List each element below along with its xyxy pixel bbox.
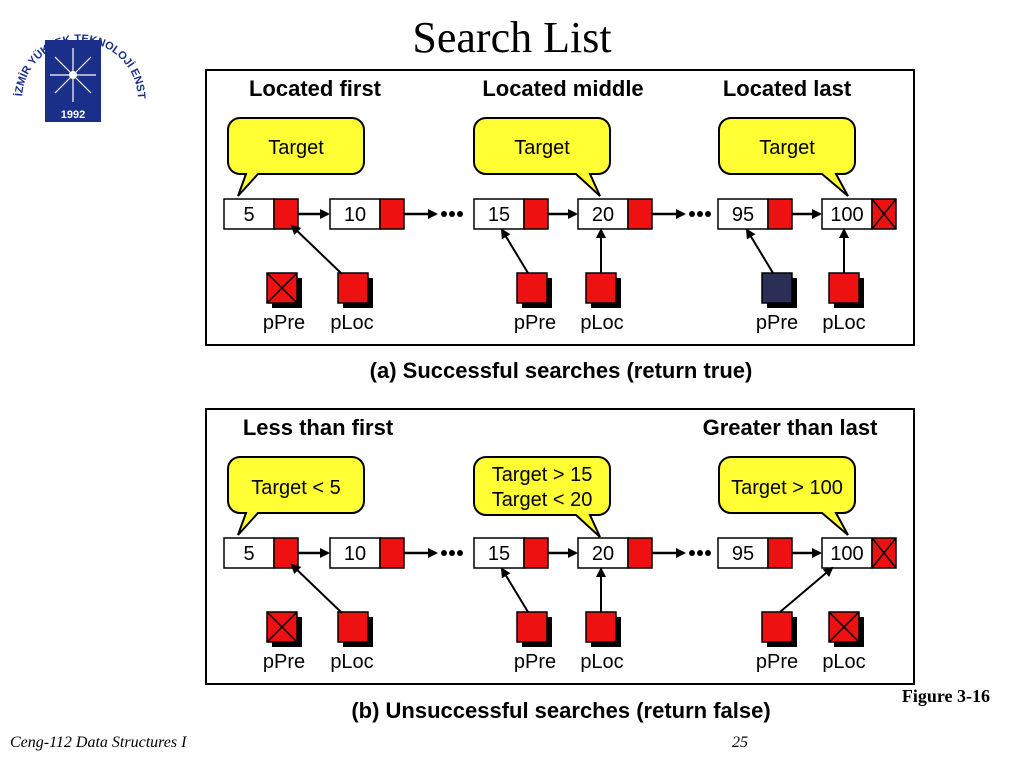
- panel-a-bubble-last-text: Target: [759, 137, 815, 159]
- pointer-label: pLoc: [580, 312, 623, 334]
- node-value: 5: [243, 543, 254, 565]
- node-value: 10: [344, 204, 366, 226]
- pointer-arrow: [290, 563, 343, 614]
- panel-a-list: 5 10 15 20: [223, 198, 897, 230]
- pointer-ploc: [337, 272, 373, 308]
- panel-b-caption: (b) Unsuccessful searches (return false): [351, 698, 770, 723]
- pointer-arrow: [290, 224, 343, 275]
- list-node: 20: [577, 198, 653, 230]
- logo-year: 1992: [61, 109, 85, 121]
- node-value: 15: [488, 543, 510, 565]
- footer-course: Ceng-112 Data Structures I: [10, 734, 187, 751]
- list-node: 100: [821, 198, 897, 230]
- slide-title: Search List: [412, 13, 612, 62]
- panel-a: Located first Located middle Located las…: [205, 69, 915, 346]
- panel-b-bubble-greater: [718, 456, 856, 536]
- ellipsis-dots: [689, 550, 711, 556]
- pointer-ppre: [516, 611, 552, 647]
- pointer-arrow: [779, 566, 834, 613]
- pointer-arrow: [500, 228, 529, 274]
- page-number: 25: [732, 734, 748, 751]
- figure-label: Figure 3-16: [902, 686, 990, 706]
- node-value: 5: [243, 204, 254, 226]
- pointer-label: pLoc: [330, 312, 373, 334]
- pointer-label: pPre: [263, 651, 305, 673]
- panel-b-list: 5 10 15 20: [223, 537, 897, 569]
- ellipsis-dots: [441, 211, 463, 217]
- panel-a-bubble-middle: [473, 117, 611, 197]
- pointer-ppre: [761, 611, 797, 647]
- panel-b-header-greater: Greater than last: [703, 415, 879, 440]
- panel-b-bubble-less: [227, 456, 365, 536]
- node-value: 20: [592, 543, 614, 565]
- list-node: 20: [577, 537, 653, 569]
- node-value: 10: [344, 543, 366, 565]
- panel-a-pointers: pPre pLoc pPre pLoc: [263, 224, 866, 334]
- panel-b-border: [205, 408, 915, 685]
- pointer-ploc: [828, 611, 864, 647]
- institute-logo: İZMİR YÜKSEK TEKNOLOJİ ENSTİTÜSÜ 1992: [0, 0, 147, 122]
- panel-a-caption: (a) Successful searches (return true): [370, 358, 753, 383]
- pointer-label: pPre: [756, 312, 798, 334]
- pointer-label: pPre: [756, 651, 798, 673]
- panel-b-bubble-less-text: Target < 5: [251, 477, 341, 499]
- pointer-arrow: [500, 567, 529, 613]
- node-value: 15: [488, 204, 510, 226]
- node-value: 100: [830, 204, 863, 226]
- panel-b-bubble-middle: [473, 456, 611, 538]
- list-node: 95: [717, 537, 793, 569]
- ellipsis-dots: [441, 550, 463, 556]
- ellipsis-dots: [689, 211, 711, 217]
- pointer-label: pLoc: [822, 312, 865, 334]
- pointer-ppre: [266, 272, 302, 308]
- panel-a-bubble-last: [718, 117, 856, 197]
- panel-b-header-less: Less than first: [243, 415, 394, 440]
- pointer-ppre: [266, 611, 302, 647]
- pointer-label: pPre: [514, 651, 556, 673]
- list-node: 15: [473, 537, 549, 569]
- panel-b-bubble-middle-text-1: Target > 15: [492, 464, 593, 486]
- pointer-arrow: [745, 228, 774, 274]
- list-node: 10: [329, 198, 405, 230]
- node-value: 95: [732, 204, 754, 226]
- pointer-ploc: [585, 611, 621, 647]
- node-value: 95: [732, 543, 754, 565]
- panel-a-bubble-first: [227, 117, 365, 197]
- panel-a-bubble-first-text: Target: [268, 137, 324, 159]
- pointer-ploc: [585, 272, 621, 308]
- panel-b: Less than first Greater than last Target…: [205, 408, 915, 685]
- pointer-label: pPre: [514, 312, 556, 334]
- panel-b-bubble-greater-text: Target > 100: [731, 477, 843, 499]
- pointer-label: pPre: [263, 312, 305, 334]
- pointer-ppre: [761, 272, 797, 308]
- list-node: 15: [473, 198, 549, 230]
- node-value: 100: [830, 543, 863, 565]
- panel-b-bubble-middle-text-2: Target < 20: [492, 489, 593, 511]
- panel-b-pointers: pPre pLoc pPre pLoc: [263, 563, 866, 673]
- list-node: 95: [717, 198, 793, 230]
- panel-a-header-first: Located first: [249, 76, 382, 101]
- pointer-label: pLoc: [580, 651, 623, 673]
- list-node: 100: [821, 537, 897, 569]
- panel-a-bubble-middle-text: Target: [514, 137, 570, 159]
- list-node: 10: [329, 537, 405, 569]
- pointer-label: pLoc: [822, 651, 865, 673]
- panel-a-header-last: Located last: [723, 76, 852, 101]
- list-node: 5: [223, 198, 299, 230]
- pointer-ppre: [516, 272, 552, 308]
- pointer-ploc: [828, 272, 864, 308]
- panel-a-header-middle: Located middle: [482, 76, 643, 101]
- panel-a-border: [205, 69, 915, 346]
- pointer-label: pLoc: [330, 651, 373, 673]
- list-node: 5: [223, 537, 299, 569]
- pointer-ploc: [337, 611, 373, 647]
- logo-star-center: [69, 71, 77, 79]
- node-value: 20: [592, 204, 614, 226]
